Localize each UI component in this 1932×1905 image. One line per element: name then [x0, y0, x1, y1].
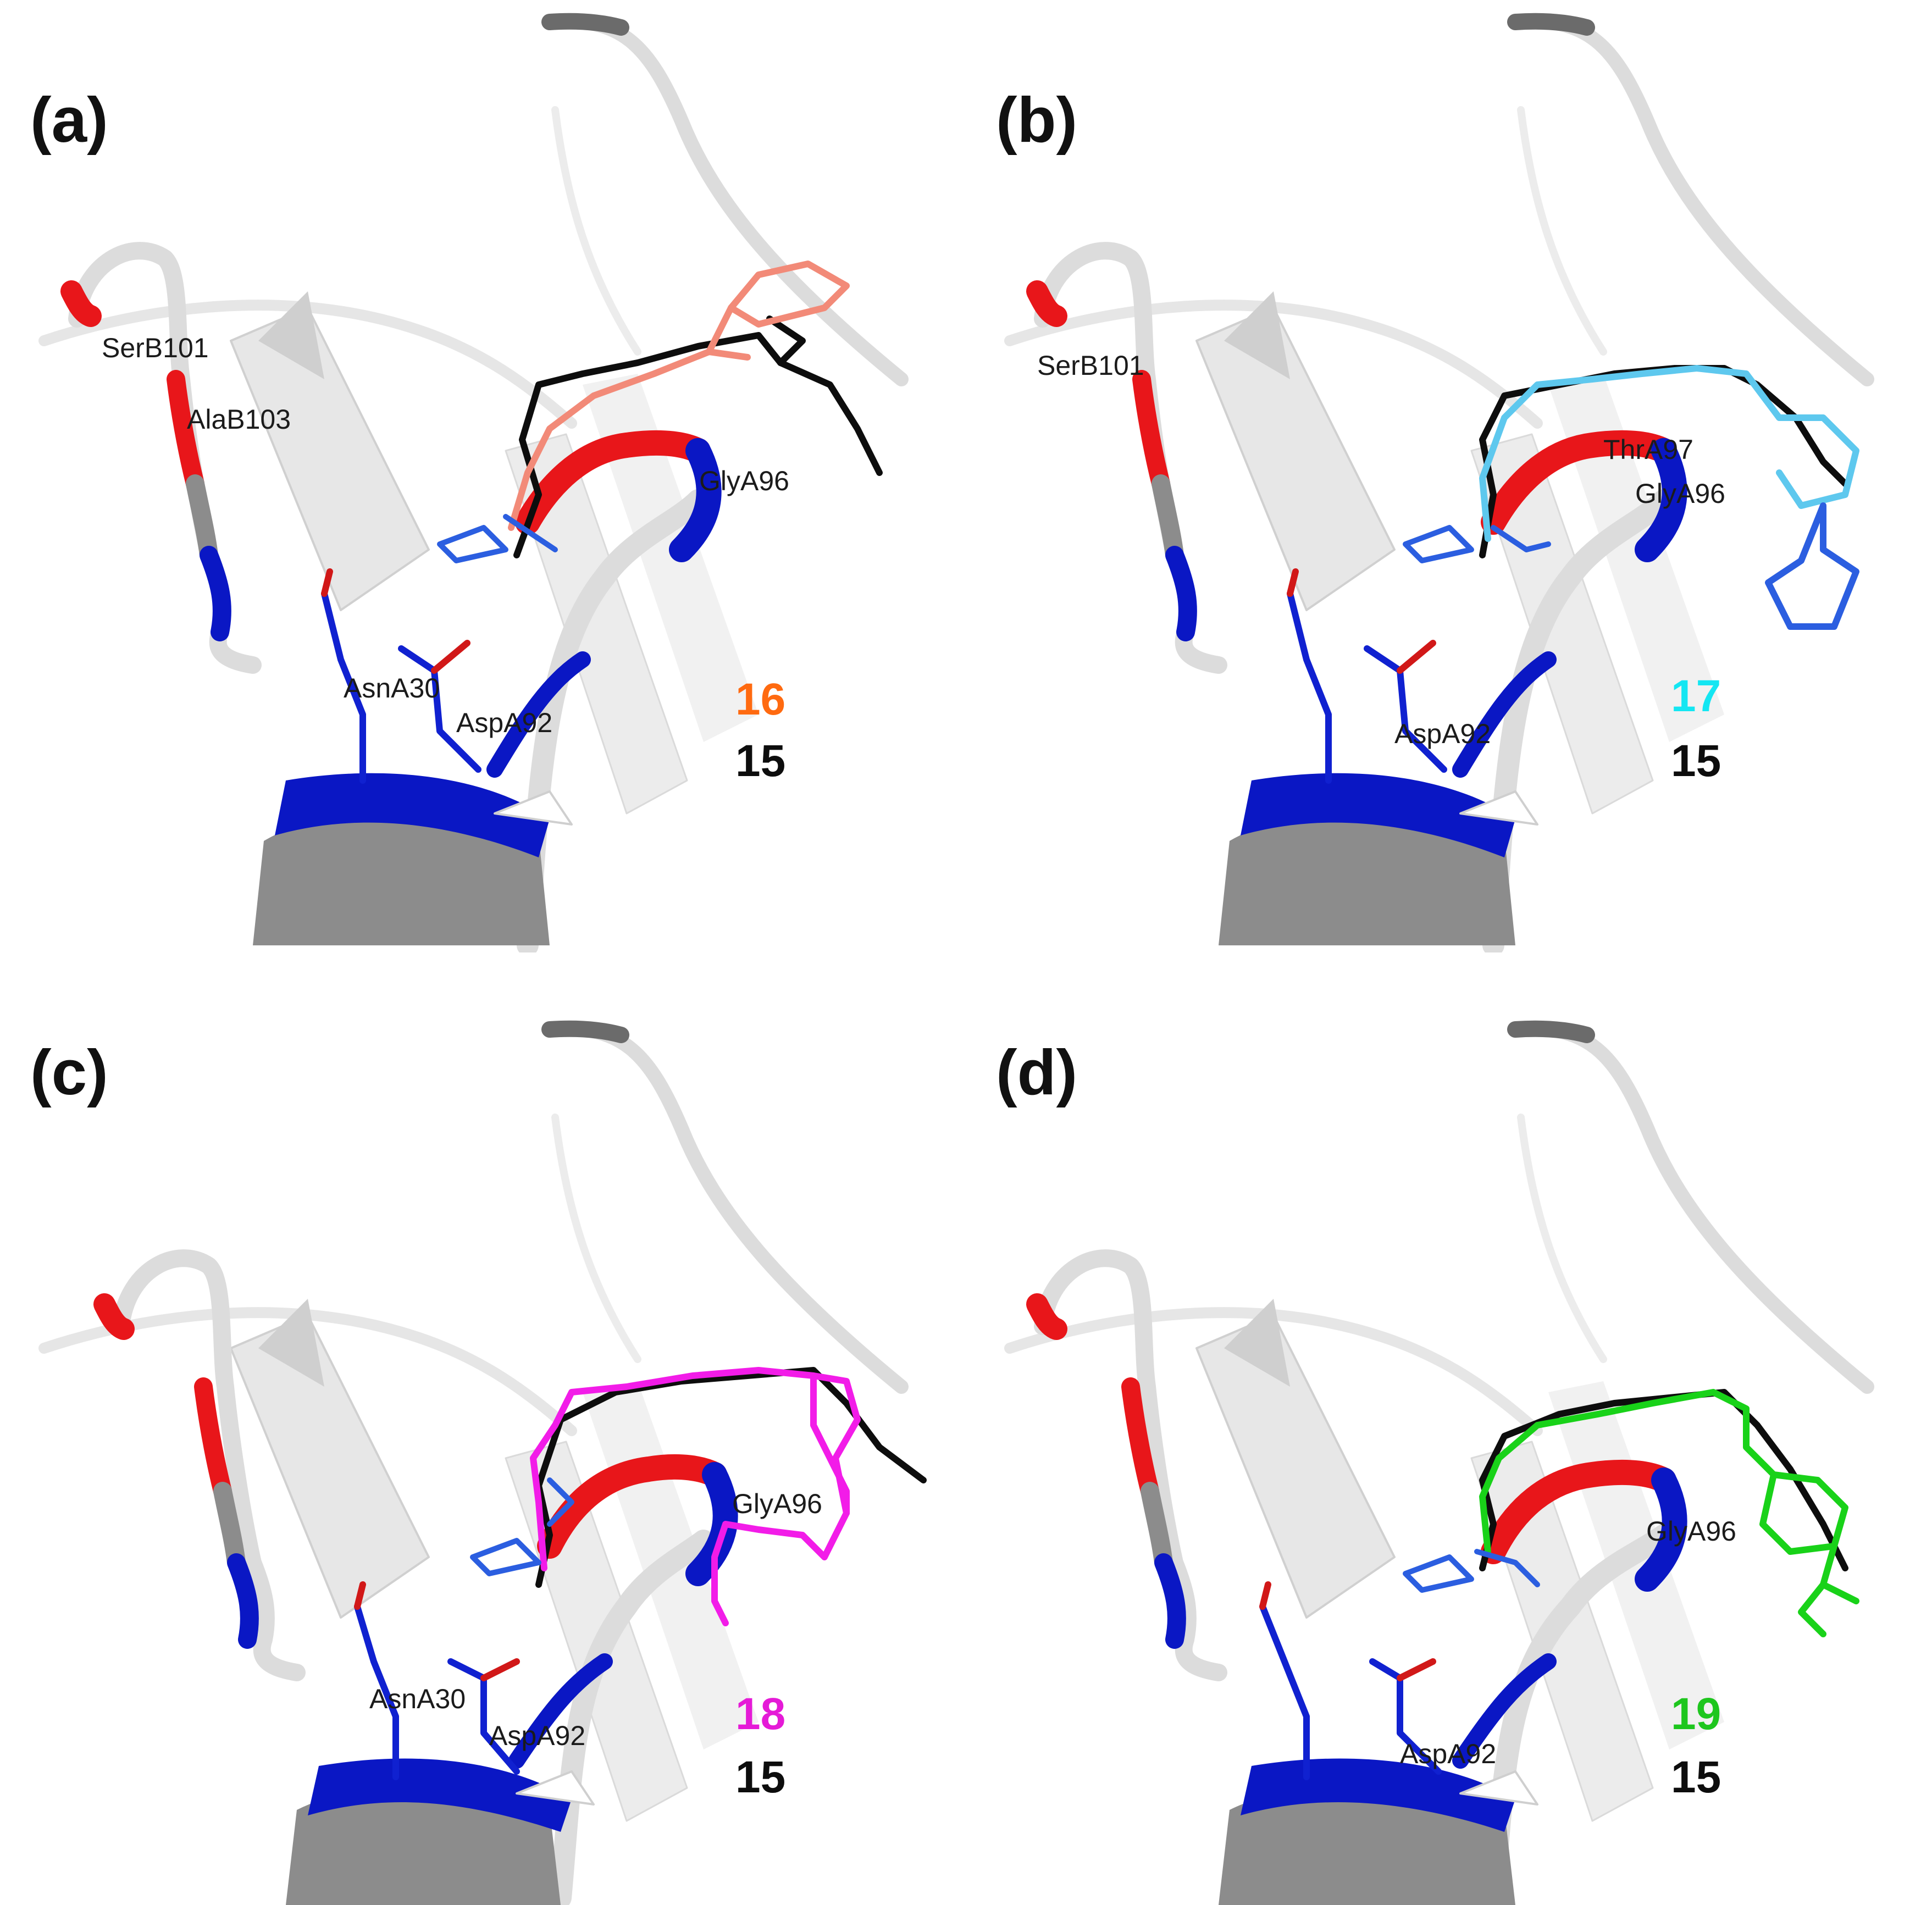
panel-label: (a)	[30, 84, 108, 156]
residue-label: SerB101	[102, 333, 209, 363]
residue-label: SerB101	[1037, 350, 1144, 381]
residue-label: GlyA96	[699, 466, 789, 496]
reference-compound-number: 15	[735, 736, 786, 786]
compound-number: 19	[1671, 1689, 1721, 1739]
panel-a: (a) SerB101 AlaB103 GlyA96 AsnA30 AspA92…	[0, 0, 966, 952]
compound-number: 16	[735, 674, 786, 724]
reference-compound-number: 15	[735, 1752, 786, 1802]
residue-label: ThrA97	[1603, 434, 1693, 465]
residue-label: AspA92	[1394, 718, 1491, 749]
protein-scene-d	[1004, 1020, 1874, 1905]
panel-label: (c)	[30, 1037, 108, 1108]
residue-label: AsnA30	[344, 673, 440, 704]
compound-number: 18	[735, 1689, 786, 1739]
protein-scene-b	[1004, 13, 1874, 952]
panel-d: (d) GlyA96 AspA92 19 15	[966, 952, 1931, 1905]
protein-scene-c	[38, 1020, 927, 1905]
reference-compound-number: 15	[1671, 736, 1721, 786]
residue-label: GlyA96	[1635, 478, 1725, 509]
residue-label: GlyA96	[732, 1488, 822, 1519]
residue-label: AspA92	[1400, 1738, 1497, 1769]
panel-label: (d)	[996, 1037, 1078, 1108]
residue-label: AspA92	[489, 1720, 586, 1751]
panel-label: (b)	[996, 84, 1078, 156]
residue-label: AlaB103	[187, 404, 291, 435]
reference-compound-number: 15	[1671, 1752, 1721, 1802]
protein-scene-a	[38, 13, 909, 952]
compound-number: 17	[1671, 671, 1721, 721]
panel-b: (b) SerB101 ThrA97 GlyA96 AspA92 17 15	[966, 0, 1931, 952]
residue-label: AspA92	[456, 707, 553, 738]
residue-label: AsnA30	[369, 1684, 466, 1714]
residue-label: GlyA96	[1646, 1516, 1736, 1547]
panel-c: (c) GlyA96 AsnA30 AspA92 18 15	[0, 952, 966, 1905]
